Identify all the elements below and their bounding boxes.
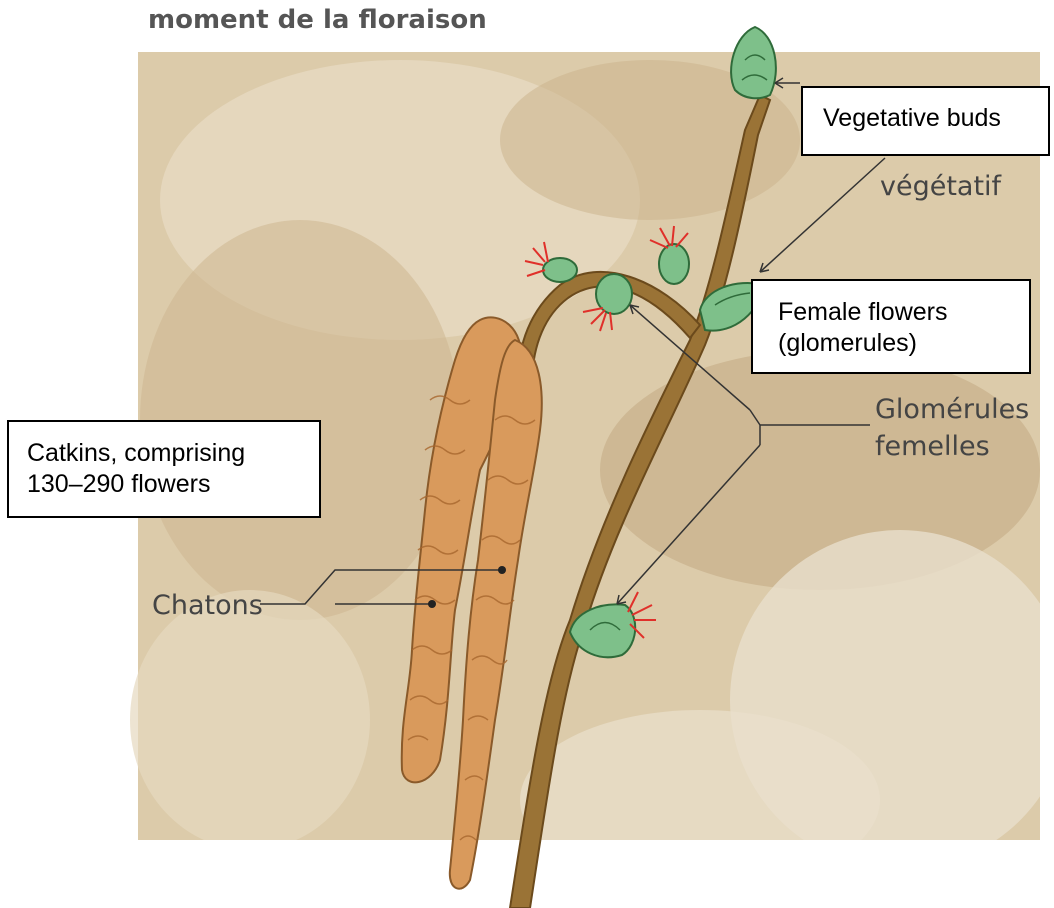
- label-glomerules-line2: femelles: [875, 431, 990, 462]
- terminal-bud: [731, 27, 776, 98]
- catkin-dot-left: [428, 600, 436, 608]
- box-catkins: Catkins, comprising 130–290 flowers: [7, 420, 321, 518]
- box-female-flowers: Female flowers (glomerules): [751, 279, 1031, 374]
- box-female-line2: (glomerules): [778, 328, 1029, 359]
- label-glomerules-line1: Glomérules: [875, 394, 1029, 425]
- catkin-dot-right: [498, 566, 506, 574]
- box-vegetative-buds: Vegetative buds: [801, 86, 1050, 156]
- box-catkins-line1: Catkins, comprising: [27, 438, 319, 469]
- box-vegetative-line1: Vegetative buds: [823, 103, 1048, 134]
- box-female-line1: Female flowers: [778, 297, 1029, 328]
- header-text: moment de la floraison: [148, 5, 487, 35]
- label-vegetatif: végétatif: [880, 171, 1003, 202]
- label-chatons: Chatons: [152, 590, 263, 621]
- box-catkins-line2: 130–290 flowers: [27, 469, 319, 500]
